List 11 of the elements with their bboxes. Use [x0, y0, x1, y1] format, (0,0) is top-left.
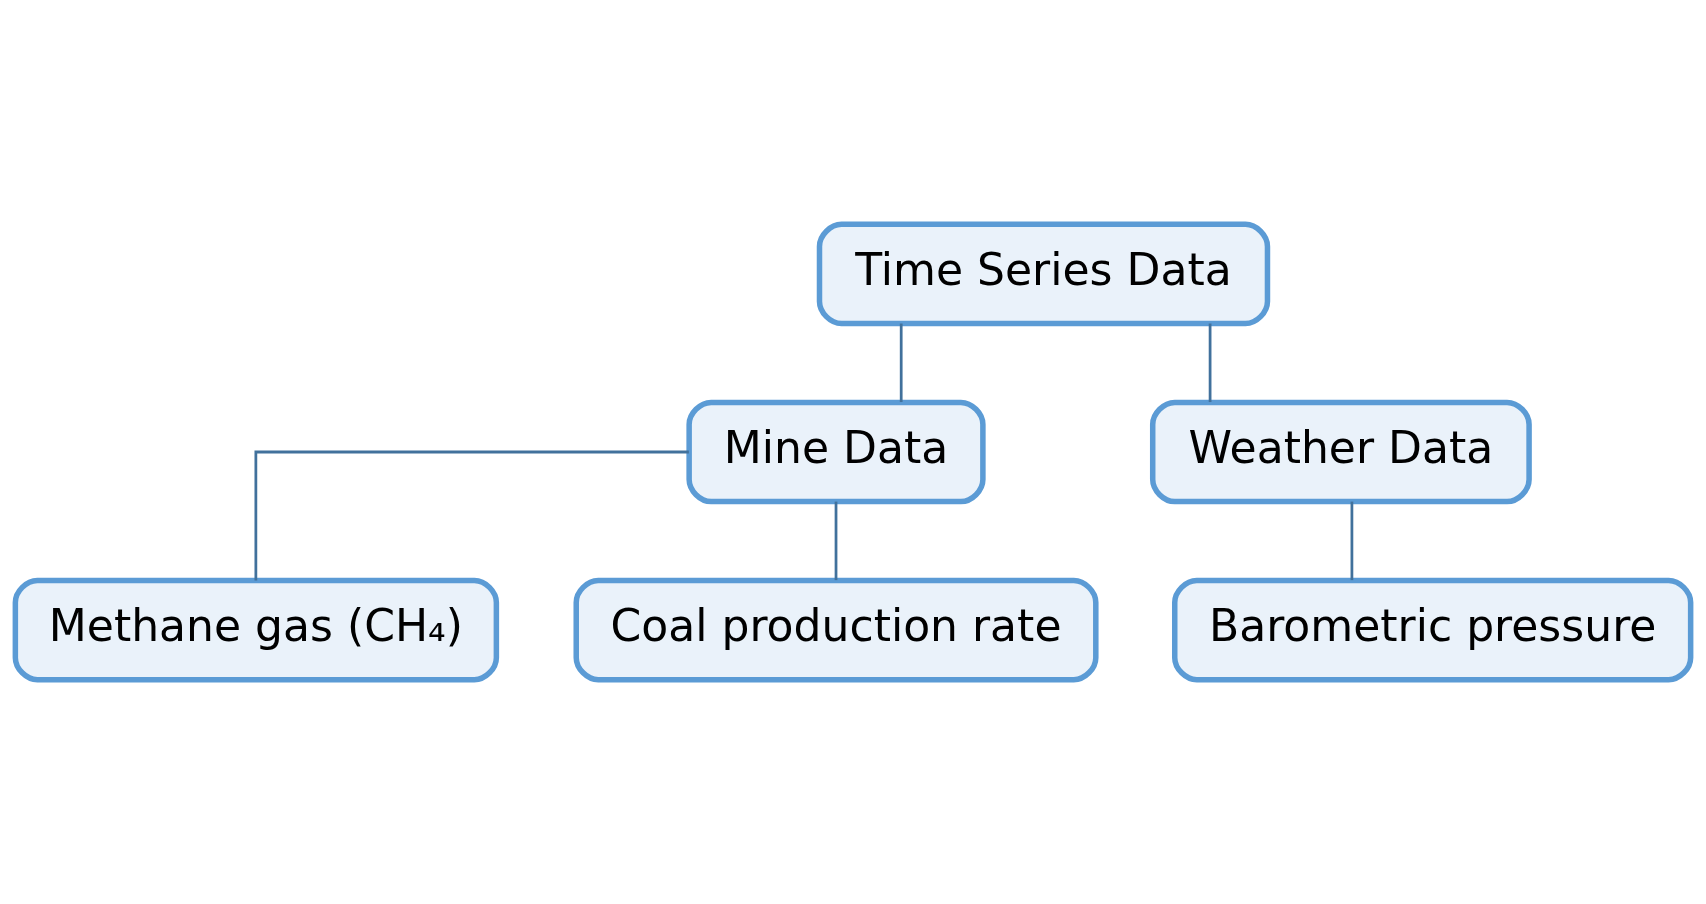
node-box: Weather Data [1149, 399, 1532, 505]
node-box: Coal production rate [573, 577, 1099, 683]
node-box: Mine Data [686, 399, 986, 505]
node-box: Time Series Data [816, 221, 1271, 327]
connector [1208, 323, 1212, 403]
connector [899, 323, 903, 403]
connector [834, 501, 838, 581]
node-box: Methane gas (CH₄) [12, 577, 500, 683]
connector [254, 450, 689, 581]
connector [1350, 501, 1354, 581]
node-box: Barometric pressure [1172, 577, 1694, 683]
